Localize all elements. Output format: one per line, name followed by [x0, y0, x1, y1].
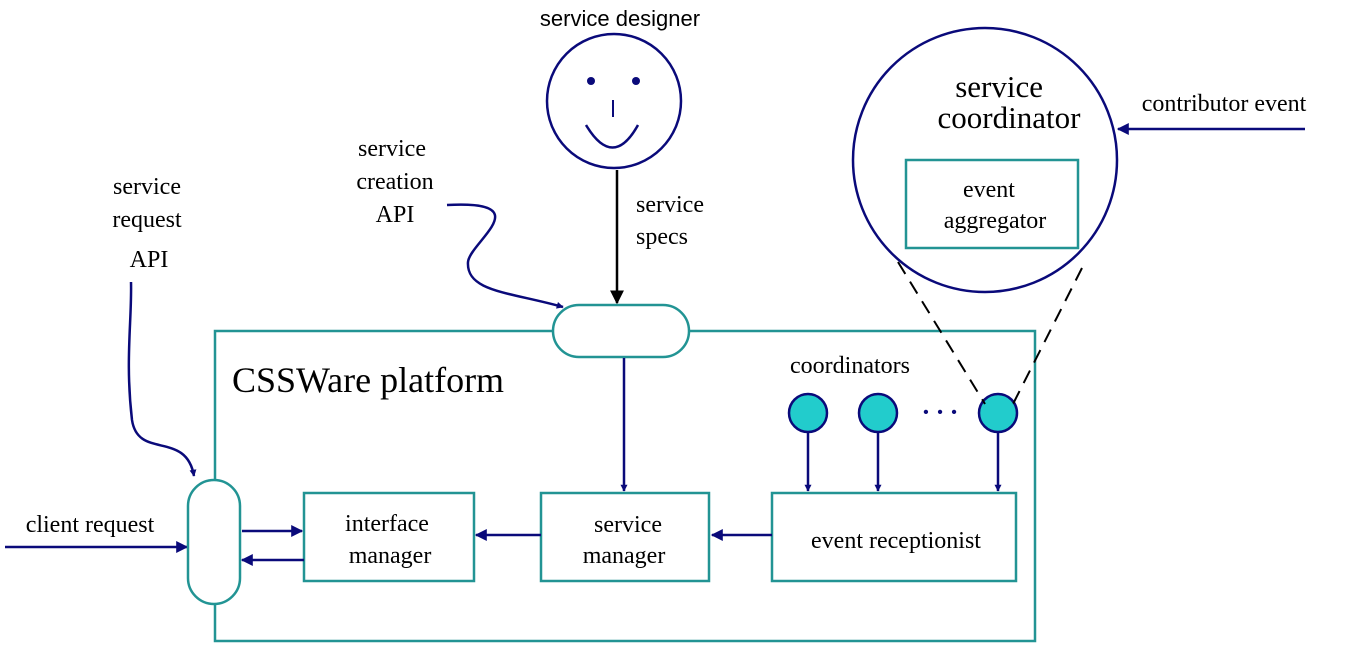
service-specs-label: service specs [636, 192, 710, 250]
interface-manager-label: interface manager [345, 511, 435, 569]
service-designer-label: service designer [540, 6, 700, 31]
coordinator-node [977, 392, 1019, 434]
event-receptionist-box [770, 491, 1018, 583]
service-designer: service designer [540, 6, 700, 170]
creation-entry-port [551, 303, 691, 359]
service-creation-api-label: service creation API [356, 136, 439, 228]
service-request-api-label: service request API [112, 174, 187, 273]
designer-left-eye-icon [587, 77, 595, 85]
designer-mouth-icon [584, 124, 640, 149]
designer-face-icon [545, 32, 683, 170]
event-receptionist-label: event receptionist [811, 528, 981, 554]
coordinator-node [787, 392, 829, 434]
service-manager-label: service manager [583, 512, 668, 569]
service-coordinator-title: service coordinator [938, 69, 1082, 135]
interface-manager-box [302, 491, 476, 583]
coordinators-ellipsis: • • • [923, 404, 959, 421]
coordinator-node [857, 392, 899, 434]
request-entry-port [186, 478, 242, 606]
coordinator-nodes [787, 392, 1019, 434]
contributor-event-label: contributor event [1142, 91, 1307, 117]
coordinators-label: coordinators [790, 353, 910, 379]
designer-right-eye-icon [632, 77, 640, 85]
event-aggregator-label: event aggregator [944, 177, 1047, 234]
platform-title: CSSWare platform [232, 360, 504, 400]
event-aggregator-box [904, 158, 1080, 250]
service-creation-api-connector [446, 203, 564, 309]
client-request-label: client request [26, 512, 155, 538]
service-manager-box [539, 491, 711, 583]
service-request-api-connector [127, 281, 197, 477]
zoom-guide-right [1012, 267, 1083, 405]
zoom-guide-left [897, 261, 986, 405]
